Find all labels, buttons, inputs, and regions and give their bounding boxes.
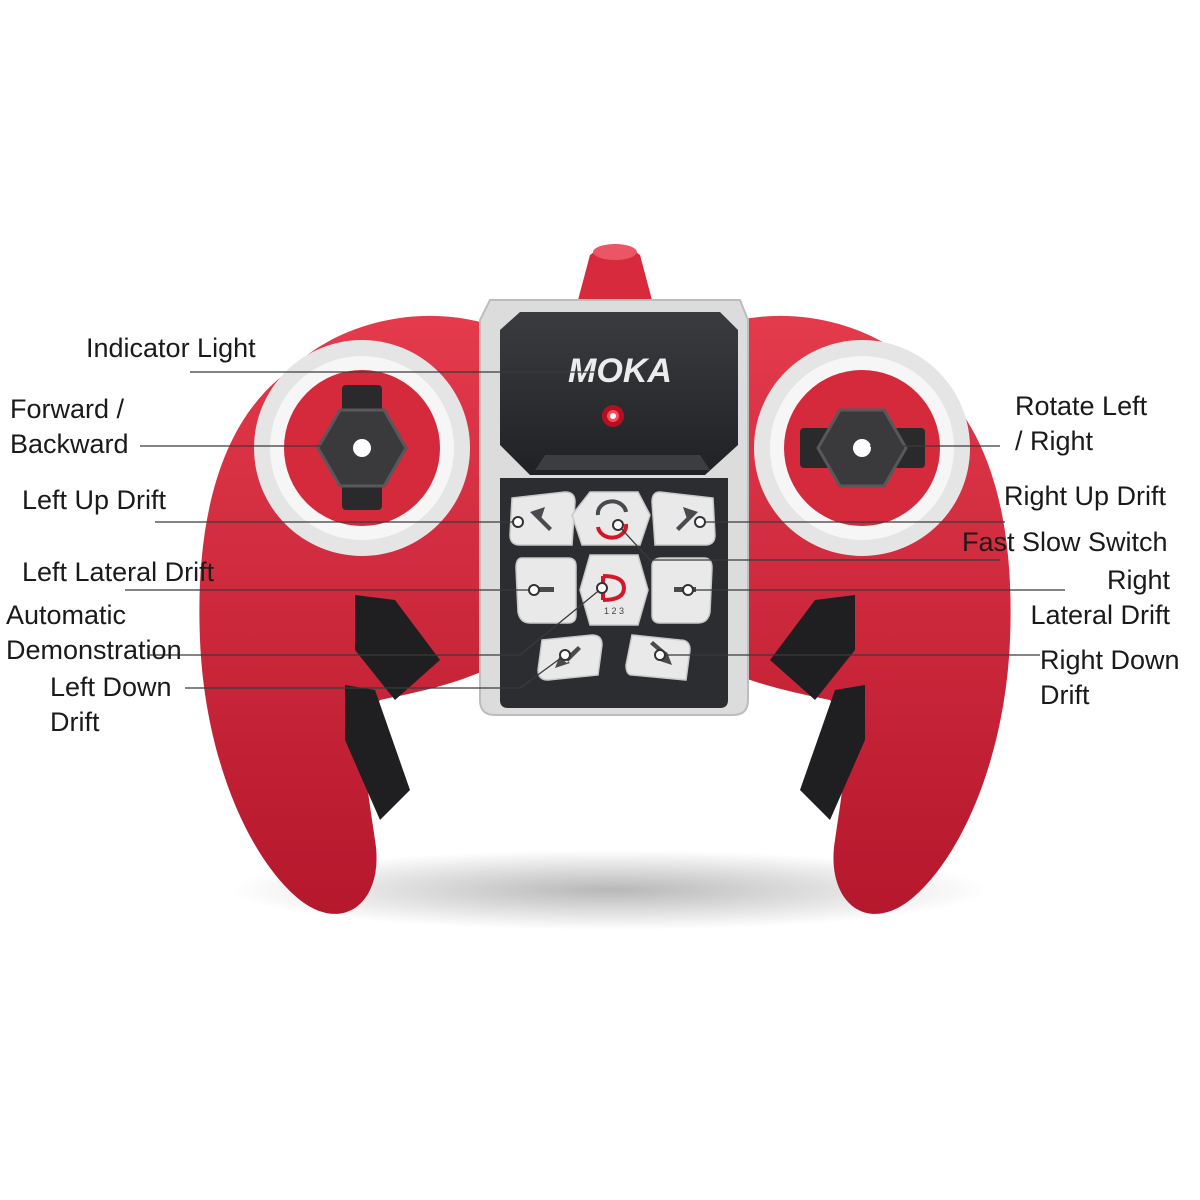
label-left-down-drift: Left Down Drift [50,672,172,737]
label-forward-backward: Forward / Backward [10,394,129,459]
antenna-knob [578,245,652,300]
arrow-up-left-icon [530,507,552,531]
anchor-dot [682,584,694,596]
right-grip-vent [770,595,855,700]
left-grip-vent [355,595,440,700]
right-up-drift-key[interactable] [651,491,716,546]
arrow-up-right-icon [676,507,698,531]
leader-line-left-down-drift [185,654,566,689]
arrow-left-icon [532,587,554,592]
label-left-up-drift: Left Up Drift [22,485,167,515]
label-right-lateral-drift: Right Lateral Drift [1030,565,1170,630]
label-right-up-drift: Right Up Drift [1004,481,1167,511]
leader-line-fast-slow-switch [617,524,1000,561]
label-rotate-left-right: Rotate Left / Right [1015,391,1148,456]
anchor-dot [559,649,571,661]
keypad-mode-digits: 1 2 3 [604,606,624,616]
leader-line-automatic-demonstration [150,587,603,656]
anchor-dot [528,584,540,596]
display-panel [500,312,738,475]
antenna-knob-top [593,244,637,260]
fast-slow-switch-key[interactable] [571,491,651,546]
label-fast-slow-switch: Fast Slow Switch [962,527,1168,557]
label-indicator-light: Indicator Light [86,333,256,363]
anchor-dot [654,649,666,661]
rotate-cycle-icon [595,499,629,540]
left-grip-vent [345,685,410,820]
label-left-lateral-drift: Left Lateral Drift [22,557,215,587]
label-automatic-demonstration: Automatic Demonstration [6,600,182,665]
anchor-dot [512,516,524,528]
anchor-dot [612,519,624,531]
label-right-down-drift: Right Down Drift [1040,645,1180,710]
anchor-dot [694,516,706,528]
brand-logo: MOKA [568,352,672,390]
ground-shadow [230,850,990,930]
automatic-demonstration-key[interactable] [579,554,649,626]
right-grip-vent [800,685,865,820]
anchor-dot [596,582,608,594]
